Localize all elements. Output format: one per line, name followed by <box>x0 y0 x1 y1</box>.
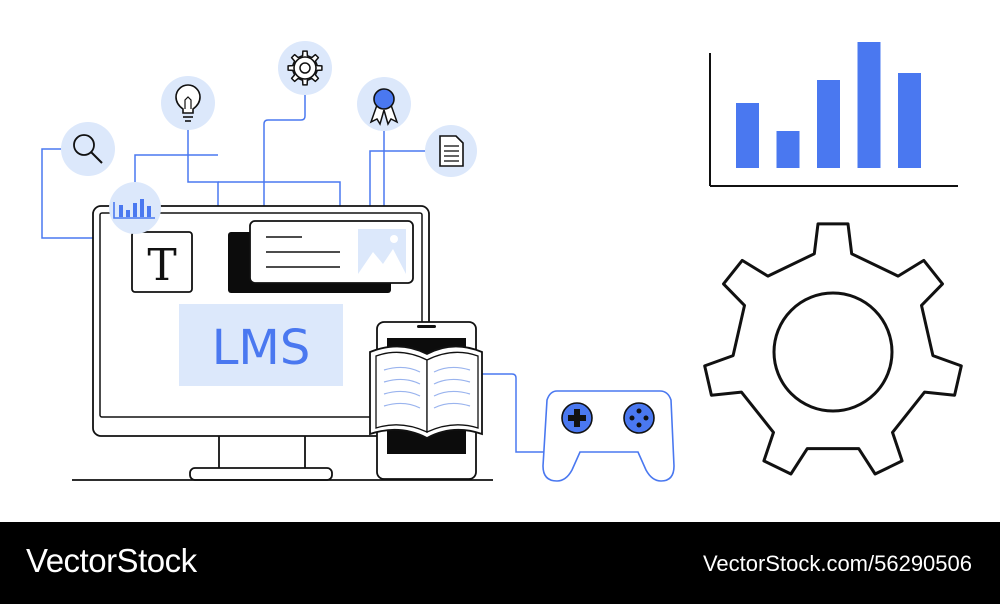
gear-icon <box>278 41 332 95</box>
bar-chart <box>709 42 958 187</box>
document-icon <box>425 125 477 177</box>
chart-bar-5 <box>898 73 921 168</box>
footer-brand: VectorStock <box>26 542 197 579</box>
footer-stock-id: VectorStock.com/56290506 <box>702 551 972 576</box>
lms-illustration: T LMS <box>41 41 963 482</box>
bar-chart-icon <box>109 182 161 234</box>
image-icon <box>358 229 406 274</box>
chart-bar-1 <box>736 103 759 168</box>
search-icon <box>61 122 115 176</box>
text-icon-glyph: T <box>147 240 176 291</box>
connector-lines <box>41 95 546 453</box>
gamepad-icon <box>542 390 675 482</box>
chart-bar-4 <box>857 42 881 168</box>
lightbulb-icon <box>161 76 215 130</box>
chart-bar-3 <box>817 80 840 168</box>
lms-label: LMS <box>212 320 311 376</box>
content-card <box>228 220 414 293</box>
open-book-icon <box>369 345 483 440</box>
award-ribbon-icon <box>357 77 411 131</box>
lms-label-box: LMS <box>179 304 343 386</box>
big-gear-icon <box>703 222 963 476</box>
footer-bar: VectorStock VectorStock.com/56290506 <box>0 522 1000 604</box>
chart-bar-2 <box>776 131 800 168</box>
text-tile: T <box>131 231 193 293</box>
